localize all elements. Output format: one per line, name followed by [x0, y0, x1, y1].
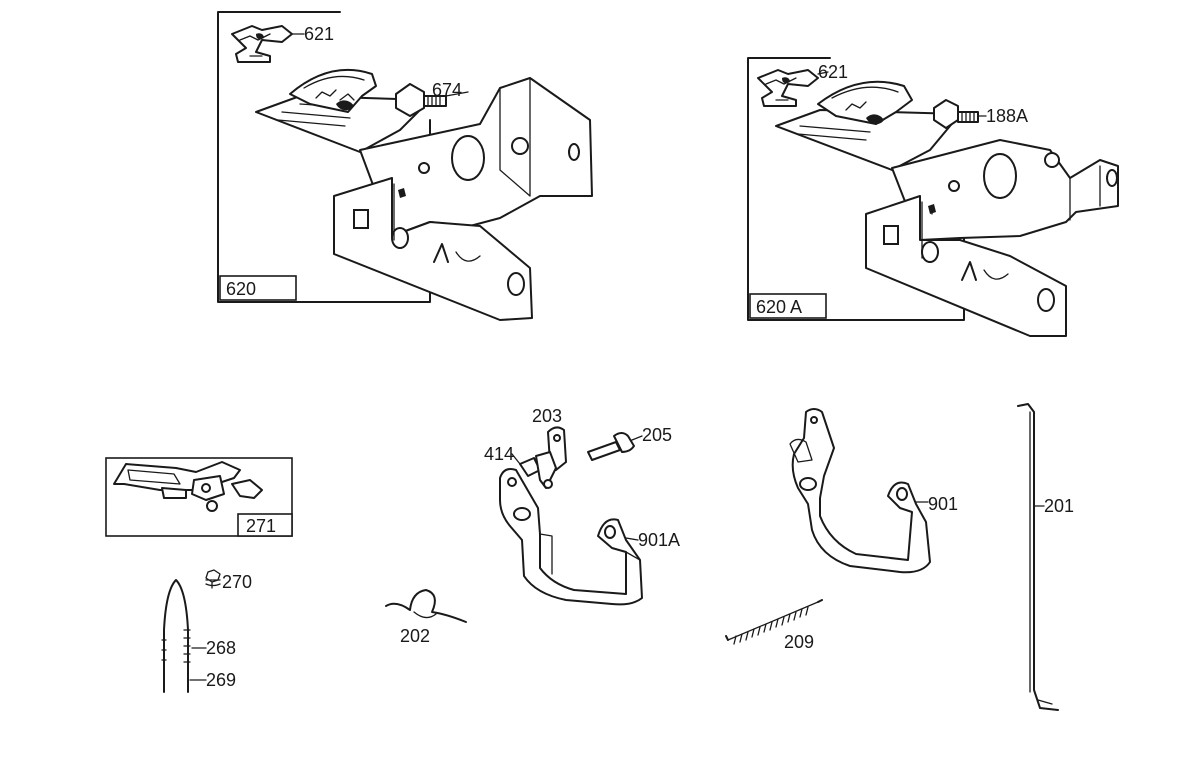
- label-621-b: 621: [818, 62, 848, 82]
- label-271: 271: [246, 516, 276, 536]
- label-box-620a: [749, 293, 827, 319]
- label-203: 203: [532, 406, 562, 426]
- assembly-620: 621 674 620: [217, 11, 593, 321]
- label-620: 620: [226, 279, 256, 299]
- part-205: [587, 432, 635, 461]
- label-269: 269: [206, 670, 236, 690]
- part-901: [789, 408, 931, 574]
- part-621-b: [757, 69, 819, 107]
- label-box-271: [237, 513, 293, 537]
- label-188a: 188A: [986, 106, 1028, 126]
- label-270: 270: [222, 572, 252, 592]
- label-268: 268: [206, 638, 236, 658]
- part-201: [1017, 403, 1059, 711]
- label-620a: 620 A: [756, 297, 802, 317]
- part-188a: [933, 99, 979, 129]
- assembly-620-bracket: [255, 68, 593, 321]
- label-202: 202: [400, 626, 430, 646]
- label-201: 201: [1044, 496, 1074, 516]
- label-901: 901: [928, 494, 958, 514]
- label-box-620: [219, 275, 297, 301]
- part-674: [395, 83, 447, 117]
- part-414: [519, 451, 557, 489]
- part-271: 271: [105, 457, 293, 537]
- part-202: [385, 589, 467, 623]
- label-205: 205: [642, 425, 672, 445]
- label-621-a: 621: [304, 24, 334, 44]
- part-901a: [499, 468, 643, 606]
- assembly-620a-bracket: [775, 80, 1119, 337]
- part-621-a: [231, 25, 293, 63]
- label-414: 414: [484, 444, 514, 464]
- part-270: [205, 569, 221, 589]
- assembly-620a: 621 188A 620 A: [747, 57, 1119, 337]
- label-901a: 901A: [638, 530, 680, 550]
- part-209: [725, 599, 823, 645]
- part-268-269: [161, 579, 191, 693]
- label-209: 209: [784, 632, 814, 652]
- label-674: 674: [432, 80, 462, 100]
